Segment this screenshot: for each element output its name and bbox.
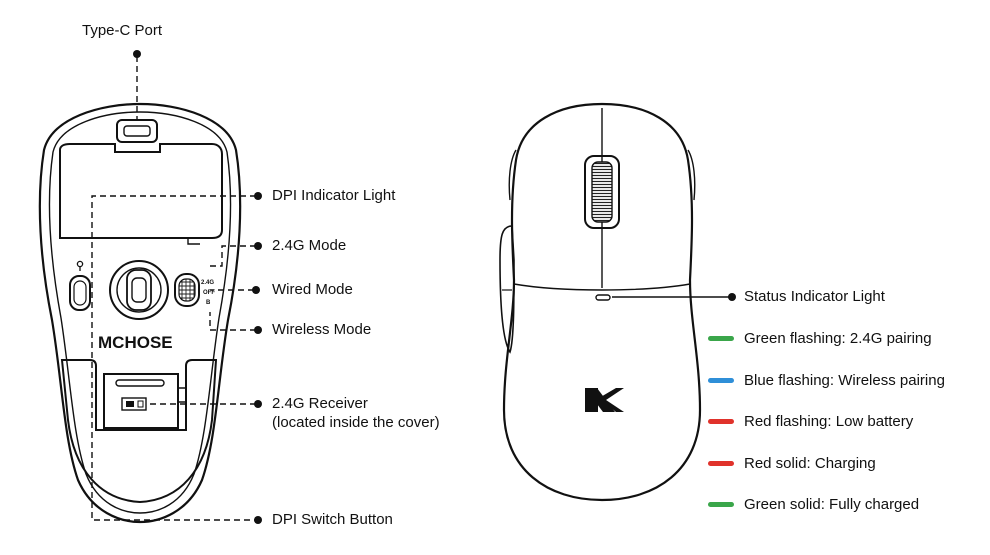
bottom-callout-lines (91, 56, 256, 521)
legend-item: Red solid: Charging (708, 453, 876, 473)
mouse-bottom-view (38, 102, 242, 524)
legend-item: Red flashing: Low battery (708, 411, 913, 431)
legend-text: Blue flashing: Wireless pairing (744, 371, 945, 389)
mode-24g-label: 2.4G Mode (272, 237, 347, 254)
legend-swatch (708, 501, 734, 507)
bottom-shell-outline (38, 102, 242, 524)
mode-switch (174, 273, 200, 307)
type-c-port (116, 119, 158, 143)
side-buttons (499, 225, 515, 354)
left-button (69, 275, 91, 311)
scroll-wheel (591, 161, 613, 223)
wired-mode-label: Wired Mode (272, 281, 353, 298)
scroll-wheel-housing (584, 155, 620, 229)
upper-skate-pad (59, 143, 223, 239)
wireless-mode-label: Wireless Mode (272, 321, 372, 338)
lower-skate-pad (60, 359, 218, 504)
dpi-indicator-label: DPI Indicator Light (272, 187, 396, 204)
legend-item: Blue flashing: Wireless pairing (708, 370, 945, 390)
dpi-switch-label: DPI Switch Button (272, 511, 393, 528)
legend-text: Green solid: Fully charged (744, 495, 920, 513)
switch-label-off: OFF (203, 290, 215, 296)
top-shell-outline (502, 102, 702, 502)
status-indicator-light (595, 294, 611, 301)
type-c-port-label: Type-C Port (82, 22, 163, 39)
legend-item: Green flashing: 2.4G pairing (708, 328, 932, 348)
legend-swatch (708, 377, 734, 383)
bottom-shell-inner (48, 111, 232, 514)
receiver-sublabel: (located inside the cover) (272, 414, 440, 431)
bottom-callout-dots (133, 50, 262, 524)
legend-swatch (708, 418, 734, 424)
optical-sensor (109, 260, 169, 320)
switch-label-24g: 2.4G (201, 280, 214, 286)
receiver-icon (121, 397, 147, 411)
brand-logo-icon (585, 388, 624, 412)
receiver-label: 2.4G Receiver (272, 395, 368, 412)
status-indicator-label: Status Indicator Light (744, 288, 885, 305)
receiver-cover (103, 373, 179, 429)
legend-item: Green solid: Fully charged (708, 494, 919, 514)
legend-text: Red solid: Charging (744, 454, 876, 472)
status-callout-line (612, 293, 736, 301)
legend-text: Green flashing: 2.4G pairing (744, 329, 932, 347)
legend-swatch (708, 460, 734, 466)
legend-swatch (708, 335, 734, 341)
brand-text: MCHOSE (98, 333, 173, 352)
switch-label-b: B (206, 300, 211, 306)
mouse-top-view (499, 102, 702, 502)
legend-text: Red flashing: Low battery (744, 412, 914, 430)
